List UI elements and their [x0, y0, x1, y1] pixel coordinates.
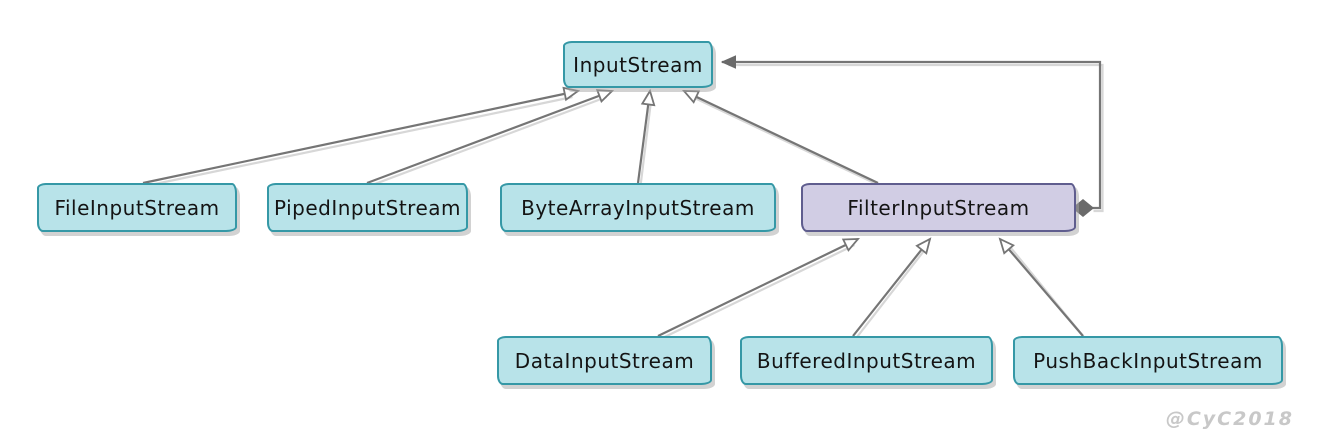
class-node-filterinputstream: FilterInputStream: [801, 183, 1076, 232]
class-node-bufferedinputstream: BufferedInputStream: [740, 336, 993, 385]
class-label: FilterInputStream: [847, 195, 1030, 220]
edge-filterinputstream-generalization: [681, 90, 879, 184]
class-node-datainputstream: DataInputStream: [497, 336, 712, 385]
class-label: FileInputStream: [54, 195, 220, 220]
edge-pipedinputstream-generalization: [366, 89, 615, 185]
edge-datainputstream-generalization: [657, 238, 860, 337]
composition-diamond-icon: [1072, 199, 1094, 217]
class-node-fileinputstream: FileInputStream: [37, 183, 237, 232]
class-label: ByteArrayInputStream: [521, 195, 755, 220]
class-label: DataInputStream: [514, 348, 695, 373]
edge-bufferedinputstream-generalization: [852, 237, 932, 337]
class-node-pushbackinputstream: PushBackInputStream: [1013, 336, 1283, 385]
edge-bytearrayinputstream-generalization: [636, 88, 656, 184]
edge-filterinputstream-composition: [720, 55, 1102, 210]
connector-shadows: [145, 63, 1104, 340]
class-label: InputStream: [573, 52, 703, 77]
class-label: BufferedInputStream: [756, 348, 977, 373]
watermark: @CyC2018: [1165, 408, 1294, 430]
class-node-bytearrayinputstream: ByteArrayInputStream: [500, 183, 776, 232]
class-label: PushBackInputStream: [1033, 348, 1263, 373]
class-node-inputstream: InputStream: [563, 41, 713, 88]
edge-pushbackinputstream-generalization: [998, 237, 1084, 337]
class-label: PipedInputStream: [273, 195, 462, 220]
class-node-pipedinputstream: PipedInputStream: [267, 183, 468, 232]
edge-fileinputstream-generalization: [142, 86, 581, 185]
